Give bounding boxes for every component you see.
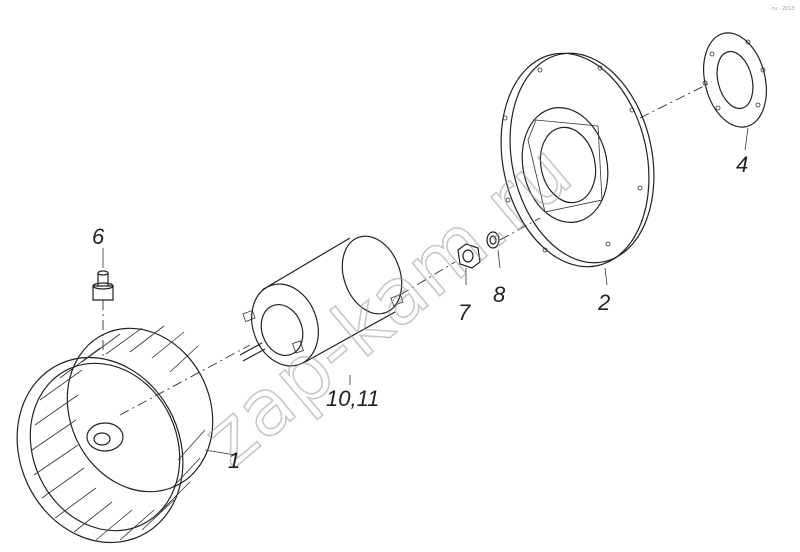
watermark: zap-kam.ru [186,126,589,484]
cap-part-6 [92,248,114,301]
washer-part-8 [486,231,501,269]
callout-part-7: 7 [458,300,471,325]
assembly-axis [102,81,713,416]
motor-part-10-11 [239,235,404,385]
callout-part-4: 4 [736,152,748,177]
corner-mark: ru · 2013 [772,6,795,12]
callout-part-8: 8 [493,282,506,307]
callout-part-1: 1 [228,448,240,473]
callout-part-10-11: 10,11 [326,386,379,411]
flange-part-2 [500,52,655,286]
gasket-part-4 [702,32,767,151]
nut-part-7 [457,243,481,285]
fan-impeller-part-1 [16,325,236,544]
callout-part-2: 2 [597,290,610,315]
callout-part-6: 6 [92,224,105,249]
